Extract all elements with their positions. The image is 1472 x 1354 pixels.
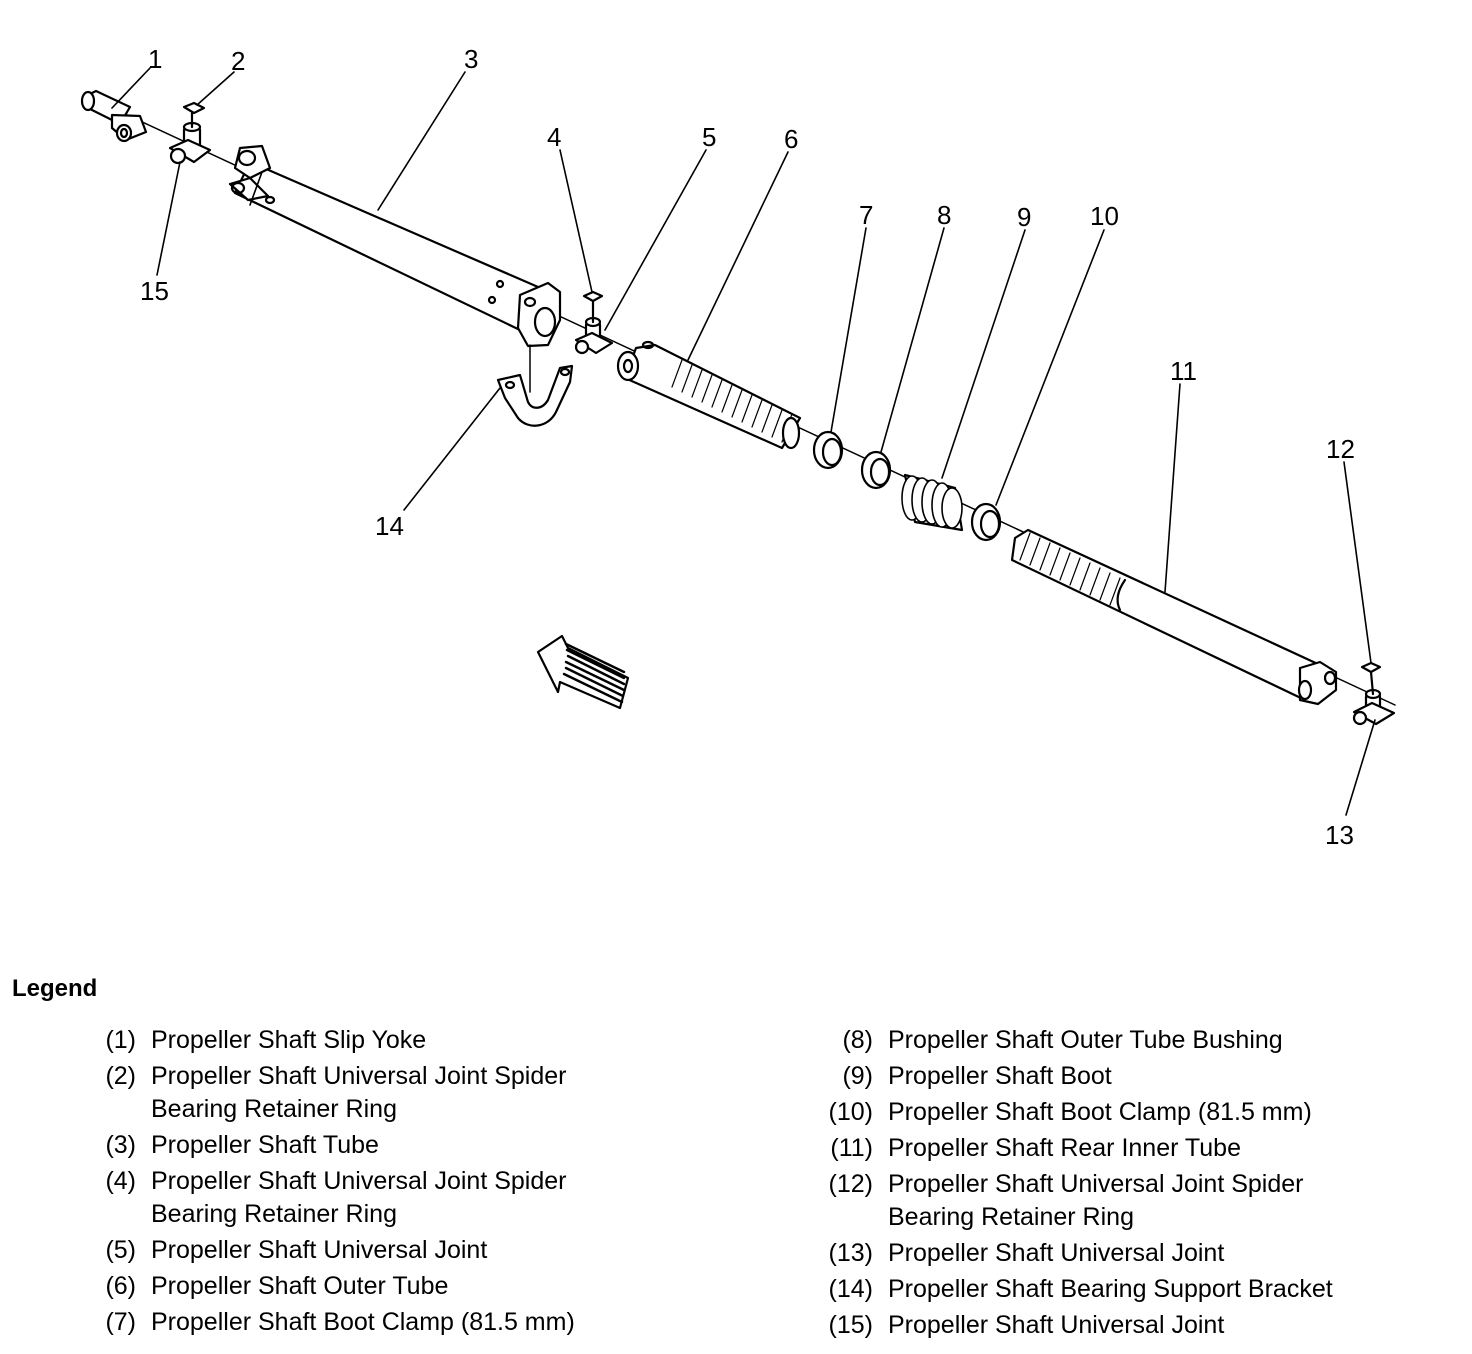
legend-item: (10) Propeller Shaft Boot Clamp (81.5 mm) [815,1096,1455,1129]
callout-6: 6 [784,124,798,154]
legend-left-column: (1) Propeller Shaft Slip Yoke (2) Propelle… [78,1024,698,1342]
legend-item: (12) Propeller Shaft Universal Joint Spid… [815,1168,1455,1234]
legend-item: (8) Propeller Shaft Outer Tube Bushing [815,1024,1455,1057]
universal-joint-13 [1352,670,1396,726]
callout-4: 4 [547,122,561,152]
legend-number: (5) [105,1236,136,1264]
callout-9: 9 [1017,202,1031,232]
universal-joint-15 [168,111,212,165]
legend-number: (12) [828,1170,873,1198]
legend-number: (7) [105,1308,136,1336]
callout-14: 14 [375,511,404,541]
slip-yoke-part [80,89,148,143]
callout-13: 13 [1325,820,1354,850]
legend-item: (3) Propeller Shaft Tube [78,1129,698,1162]
legend-item: (7) Propeller Shaft Boot Clamp (81.5 mm) [78,1306,698,1339]
callout-10: 10 [1090,201,1119,231]
legend-item: (9) Propeller Shaft Boot [815,1060,1455,1093]
legend-description: Propeller Shaft Slip Yoke [151,1026,427,1054]
legend-number: (3) [105,1131,136,1159]
rear-inner-tube-part [1010,528,1338,706]
callout-1: 1 [148,44,162,74]
legend-number: (9) [842,1062,873,1090]
legend-description: Propeller Shaft Outer Tube Bushing [888,1026,1283,1054]
retainer-ring-12 [1360,661,1382,674]
legend-item: (5) Propeller Shaft Universal Joint [78,1234,698,1267]
legend-number: (6) [105,1272,136,1300]
legend-description: Propeller Shaft Boot Clamp (81.5 mm) [151,1308,575,1336]
legend-description: Propeller Shaft Universal Joint [151,1236,488,1264]
exploded-shaft-diagram: 1 2 3 4 5 6 7 8 9 10 11 12 13 14 15 [80,44,1396,850]
callout-15: 15 [140,276,169,306]
callout-2: 2 [231,46,245,76]
legend-description: Propeller Shaft Universal Joint [888,1239,1225,1267]
legend-number: (8) [842,1026,873,1054]
callout-8: 8 [937,200,951,230]
outer-tube-part [616,340,802,450]
legend-description: Propeller Shaft Outer Tube [151,1272,449,1300]
legend-number: (11) [830,1134,873,1162]
legend-number: (14) [828,1275,873,1303]
legend-number: (4) [105,1167,136,1195]
callout-7: 7 [859,200,873,230]
legend-item: (4) Propeller Shaft Universal Joint Spide… [78,1165,698,1231]
legend-right-column: (8) Propeller Shaft Outer Tube Bushing (9… [815,1024,1455,1345]
legend-item: (14) Propeller Shaft Bearing Support Brac… [815,1273,1455,1306]
legend-description: Propeller Shaft Universal Joint Spider B… [151,1062,567,1123]
callout-3: 3 [464,44,478,74]
universal-joint-5 [574,299,614,355]
retainer-ring-4 [582,290,604,303]
legend-description: Propeller Shaft Universal Joint [888,1311,1225,1339]
legend-item: (13) Propeller Shaft Universal Joint [815,1237,1455,1270]
legend-item: (11) Propeller Shaft Rear Inner Tube [815,1132,1455,1165]
legend-number: (1) [105,1026,136,1054]
legend-item: (6) Propeller Shaft Outer Tube [78,1270,698,1303]
legend-title: Legend [12,975,98,1002]
legend-number: (10) [828,1098,873,1126]
legend-description: Propeller Shaft Tube [151,1131,379,1159]
shaft-tube-part [228,144,562,348]
legend-description: Propeller Shaft Universal Joint Spider B… [151,1167,567,1228]
legend-number: (2) [105,1062,136,1090]
legend-number: (13) [828,1239,873,1267]
callout-12: 12 [1326,434,1355,464]
shaft-boot-part [901,473,964,532]
legend-item: (2) Propeller Shaft Universal Joint Spide… [78,1060,698,1126]
legend-number: (15) [828,1311,873,1339]
retainer-ring-2 [182,101,206,115]
legend-description: Propeller Shaft Boot Clamp (81.5 mm) [888,1098,1312,1126]
legend-description: Propeller Shaft Rear Inner Tube [888,1134,1241,1162]
legend-item: (1) Propeller Shaft Slip Yoke [78,1024,698,1057]
outer-tube-bushing [860,450,892,490]
legend-description: Propeller Shaft Bearing Support Bracket [888,1275,1333,1303]
direction-arrow [536,634,630,710]
callout-11: 11 [1170,356,1197,386]
leader-lines [111,67,1376,816]
legend-description: Propeller Shaft Universal Joint Spider B… [888,1170,1304,1231]
boot-clamp-10 [970,502,1002,542]
callout-5: 5 [702,122,716,152]
boot-clamp-7 [812,430,844,470]
legend-item: (15) Propeller Shaft Universal Joint [815,1309,1455,1342]
bearing-support-bracket [496,344,574,427]
legend-description: Propeller Shaft Boot [888,1062,1112,1090]
